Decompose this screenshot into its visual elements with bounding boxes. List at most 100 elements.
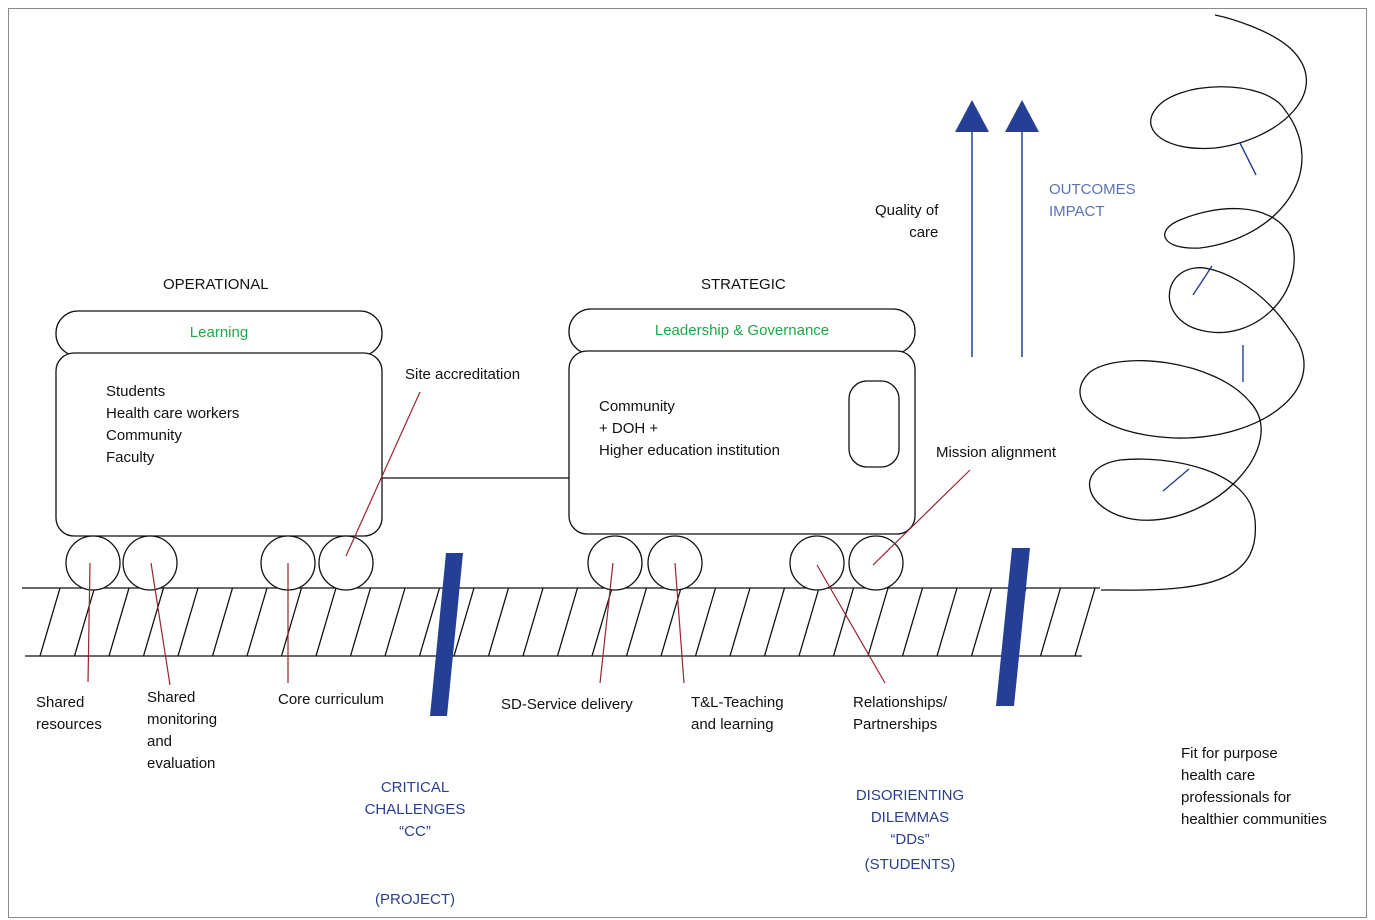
label-line: DILEMMAS bbox=[870, 809, 950, 826]
track-sleeper bbox=[694, 587, 717, 657]
track-sleeper bbox=[108, 587, 130, 657]
leader-teaching-learning bbox=[674, 562, 685, 684]
service-delivery-label: SD-Service delivery bbox=[501, 696, 633, 713]
fit-for-purpose-label: Fit for purpose health care professional… bbox=[1181, 743, 1327, 831]
member-faculty: Faculty bbox=[106, 449, 155, 466]
wheel-leader-lines bbox=[87, 391, 971, 686]
wheel-site-accreditation bbox=[318, 535, 374, 591]
label-line: CHALLENGES bbox=[364, 801, 466, 818]
track-sleeper bbox=[418, 587, 441, 657]
site-accreditation-label: Site accreditation bbox=[405, 366, 521, 383]
label-line: resources bbox=[36, 716, 102, 733]
label-line: Shared bbox=[147, 689, 196, 706]
label-line: evaluation bbox=[147, 755, 216, 772]
member-higher-education: Higher education institution bbox=[599, 442, 780, 459]
label-line: and bbox=[147, 733, 173, 750]
spiral-tick bbox=[1239, 142, 1257, 176]
carriage-operational bbox=[55, 310, 383, 591]
track-sleeper bbox=[177, 587, 199, 657]
wheel-relationships bbox=[789, 535, 845, 591]
railway-track bbox=[22, 587, 1100, 657]
teaching-learning-label: T&L-Teaching and learning bbox=[691, 692, 784, 736]
track-sleeper bbox=[384, 587, 406, 657]
track-sleeper bbox=[901, 587, 924, 657]
label-line: monitoring bbox=[147, 711, 218, 728]
track-sleeper bbox=[142, 587, 165, 657]
spiral-tick bbox=[1192, 265, 1213, 296]
track-sleeper bbox=[315, 587, 337, 657]
strategic-members: Community + DOH + Higher education insti… bbox=[599, 396, 780, 462]
member-health-care-workers: Health care workers bbox=[106, 405, 240, 422]
critical-challenges-barrier bbox=[430, 553, 463, 716]
leader-mission-alignment bbox=[872, 469, 971, 566]
track-sleeper bbox=[832, 587, 855, 657]
impact-arrow-head bbox=[1005, 100, 1039, 132]
wheel-shared-resources bbox=[65, 535, 121, 591]
leadership-governance-label: Leadership & Governance bbox=[654, 322, 830, 339]
track-sleeper bbox=[39, 587, 61, 657]
label-line: and learning bbox=[691, 716, 774, 733]
track-sleeper bbox=[556, 587, 579, 657]
leader-shared-monitoring bbox=[150, 562, 171, 686]
label-line: healthier communities bbox=[1181, 811, 1327, 828]
growth-spiral bbox=[1079, 14, 1308, 591]
track-sleeper bbox=[453, 587, 475, 657]
operational-body bbox=[55, 352, 383, 537]
track-sleepers bbox=[39, 587, 1096, 657]
track-sleeper bbox=[487, 587, 510, 657]
label-line: “DDs” bbox=[890, 831, 930, 848]
relationships-label: Relationships/ Partnerships bbox=[853, 692, 947, 736]
member-community: Community bbox=[106, 427, 182, 444]
member-students: Students bbox=[106, 383, 166, 400]
mission-alignment-label: Mission alignment bbox=[936, 444, 1057, 461]
label-line: professionals for bbox=[1181, 789, 1292, 806]
track-sleeper bbox=[936, 587, 958, 657]
track-sleeper bbox=[1074, 587, 1096, 657]
track-sleeper bbox=[798, 587, 820, 657]
label-line: IMPACT bbox=[1049, 203, 1105, 220]
carriage-window bbox=[848, 380, 900, 468]
outcome-arrows bbox=[955, 100, 1039, 357]
wheel-shared-monitoring bbox=[122, 535, 178, 591]
track-sleeper bbox=[763, 587, 786, 657]
track-sleeper bbox=[246, 587, 268, 657]
label-line: health care bbox=[1181, 767, 1256, 784]
track-sleeper bbox=[625, 587, 648, 657]
track-sleeper bbox=[1039, 587, 1062, 657]
track-sleeper bbox=[73, 587, 96, 657]
disorienting-dilemmas-barrier bbox=[996, 548, 1030, 706]
quality-arrow-head bbox=[955, 100, 989, 132]
track-sleeper bbox=[280, 587, 303, 657]
critical-challenges-label: CRITICAL CHALLENGES “CC” bbox=[340, 777, 490, 843]
label-line: Shared bbox=[36, 694, 85, 711]
wheel-service-delivery bbox=[587, 535, 643, 591]
label-line: T&L-Teaching bbox=[691, 694, 784, 711]
track-sleeper bbox=[970, 587, 993, 657]
label-line: Quality of bbox=[875, 202, 939, 219]
track-sleeper bbox=[729, 587, 751, 657]
leader-relationships bbox=[816, 564, 886, 684]
member-doh: + DOH + bbox=[599, 420, 659, 437]
spiral-tick bbox=[1162, 468, 1190, 492]
operational-members: Students Health care workers Community F… bbox=[106, 381, 239, 469]
leader-site-accreditation bbox=[345, 391, 421, 557]
label-line: DISORIENTING bbox=[855, 787, 965, 804]
project-label: (PROJECT) bbox=[375, 891, 455, 908]
label-line: CRITICAL bbox=[380, 779, 450, 796]
label-line: OUTCOMES bbox=[1049, 181, 1136, 198]
learning-label: Learning bbox=[189, 324, 249, 341]
label-line: Relationships/ bbox=[853, 694, 948, 711]
diagram-frame bbox=[8, 8, 1367, 918]
strategic-body bbox=[568, 350, 916, 535]
disorienting-dilemmas-label: DISORIENTING DILEMMAS “DDs” bbox=[825, 785, 995, 851]
track-sleeper bbox=[211, 587, 234, 657]
leader-shared-resources bbox=[87, 562, 91, 683]
leader-service-delivery bbox=[599, 562, 614, 684]
carriage-strategic bbox=[568, 308, 916, 591]
label-line: “CC” bbox=[399, 823, 431, 840]
shared-resources-label: Shared resources bbox=[36, 692, 102, 736]
strategic-header: STRATEGIC bbox=[701, 276, 786, 293]
track-sleeper bbox=[522, 587, 544, 657]
track-sleeper bbox=[349, 587, 372, 657]
